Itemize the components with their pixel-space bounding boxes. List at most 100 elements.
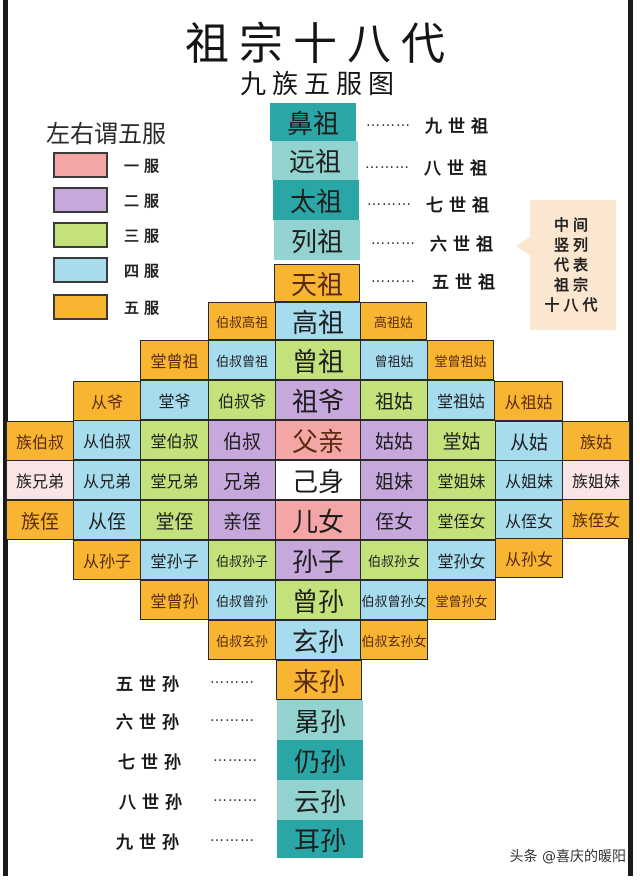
ancestor-cell-tianzu: 天祖 [274, 264, 360, 302]
page-title: 祖宗十八代 [185, 19, 455, 70]
ancestor-cell-yuanzu: 远祖 [272, 141, 358, 180]
dotted-leader: ……… [371, 232, 416, 248]
generation-label: 九世孙 [116, 833, 185, 853]
generation-label: 七世祖 [426, 196, 495, 216]
callout-line: 竖列 [553, 236, 592, 254]
callout-note: 中间 竖列 代表 祖宗 十八代 [530, 200, 616, 330]
kin-cell: 祖姑 [360, 380, 428, 420]
kin-cell: 堂伯叔 [140, 420, 209, 460]
ancestor-cell-taizu: 太祖 [273, 180, 359, 220]
kin-cell: 堂侄 [140, 500, 209, 540]
dotted-leader: ……… [365, 156, 410, 172]
legend-item-4: 四服 [53, 257, 164, 283]
image-frame [3, 0, 633, 876]
kin-cell: 堂孙子 [140, 540, 209, 580]
legend-label: 一服 [124, 156, 165, 175]
kin-cell-gaozu: 高祖 [275, 302, 361, 340]
kin-cell: 伯叔曾祖 [208, 340, 276, 380]
kin-cell: 堂爷 [140, 380, 209, 420]
kin-cell-xuansun: 玄孙 [275, 620, 361, 660]
legend-item-1: 一服 [53, 152, 164, 178]
kin-cell-zuye: 祖爷 [275, 380, 361, 420]
legend-swatch-red [53, 152, 108, 178]
legend-title: 左右谓五服 [46, 120, 166, 148]
callout-line: 代表 [553, 256, 592, 274]
kin-cell: 从侄 [73, 500, 141, 540]
kin-cell-self: 己身 [275, 460, 361, 500]
kin-cell: 从姐妹 [495, 460, 563, 500]
kin-cell: 伯叔玄孙女 [360, 620, 428, 660]
kin-cell: 族兄弟 [6, 460, 74, 500]
kin-cell: 伯叔高祖 [208, 302, 276, 340]
kin-cell: 高祖姑 [360, 302, 427, 340]
kin-cell: 堂兄弟 [140, 460, 209, 500]
kin-cell: 族侄 [6, 500, 74, 540]
kin-cell-zengzu: 曾祖 [275, 340, 361, 380]
kin-cell: 伯叔爷 [208, 380, 276, 420]
kin-cell: 从孙子 [73, 540, 141, 580]
legend-label: 四服 [124, 261, 165, 280]
generation-label: 五世祖 [432, 273, 501, 293]
dotted-leader: ……… [366, 114, 411, 130]
kin-cell: 姐妹 [360, 460, 428, 500]
kin-cell: 族姐妹 [562, 460, 630, 500]
kin-cell: 曾祖姑 [360, 340, 428, 380]
kin-cell: 族姑 [562, 421, 630, 461]
dotted-leader: ……… [213, 749, 258, 765]
kin-cell: 从兄弟 [73, 460, 141, 500]
kin-cell: 侄女 [360, 500, 428, 540]
legend-item-5: 五服 [53, 294, 164, 320]
kin-cell: 从祖姑 [494, 381, 563, 421]
legend-label: 三服 [124, 226, 165, 245]
kin-cell: 亲侄 [208, 500, 276, 540]
descendant-cell-kunsun: 晜孙 [277, 700, 363, 740]
kin-cell: 堂曾祖姑 [427, 340, 494, 380]
kin-cell: 堂祖姑 [427, 380, 495, 420]
kin-cell-sunzi: 孙子 [275, 540, 361, 580]
page-subtitle: 九族五服图 [239, 70, 400, 100]
callout-line: 中间 [553, 216, 592, 234]
kin-cell: 伯叔孙女 [360, 540, 428, 580]
watermark: 头条 @喜庆的暖阳 [509, 849, 626, 865]
kin-cell: 族伯叔 [6, 421, 74, 461]
callout-line: 祖宗 [553, 276, 592, 294]
dotted-leader: ……… [367, 193, 412, 209]
legend-swatch-orange [53, 294, 108, 320]
kin-cell-zengsun: 曾孙 [275, 580, 361, 620]
kin-cell: 堂孙女 [427, 540, 496, 580]
legend-swatch-green [53, 222, 108, 248]
dotted-leader: ……… [210, 671, 255, 687]
kin-cell: 伯叔曾孙 [208, 580, 276, 620]
generation-label: 六世祖 [430, 235, 499, 255]
generation-label: 八世祖 [424, 159, 493, 179]
generation-label: 六世孙 [116, 713, 185, 733]
kin-cell: 堂曾孙女 [427, 580, 496, 620]
kin-cell: 堂侄女 [427, 500, 496, 540]
dotted-leader: ……… [210, 709, 255, 725]
descendant-cell-ersun: 耳孙 [277, 820, 363, 858]
dotted-leader: ……… [371, 270, 416, 286]
legend-item-2: 二服 [53, 187, 164, 213]
legend-label: 二服 [124, 191, 165, 210]
ancestor-cell-liezu: 列祖 [274, 220, 360, 260]
callout-tail [516, 236, 531, 256]
kin-cell: 从侄女 [495, 500, 563, 540]
ancestor-cell-bizu: 鼻祖 [270, 103, 356, 141]
dotted-leader: ……… [213, 789, 258, 805]
kin-cell: 堂曾祖 [140, 340, 209, 380]
kin-cell: 从孙女 [495, 538, 563, 578]
kin-cell: 堂姐妹 [427, 460, 496, 500]
descendant-cell-rengsun: 仍孙 [277, 740, 363, 780]
kin-cell: 伯叔玄孙 [208, 620, 276, 660]
legend-swatch-purple [53, 187, 108, 213]
descendant-cell-laisun: 来孙 [276, 660, 362, 700]
legend-label: 五服 [124, 298, 165, 317]
kin-cell: 从姑 [495, 421, 563, 461]
kin-cell: 从爷 [73, 381, 141, 421]
generation-label: 八世孙 [119, 793, 188, 813]
kin-cell: 堂曾孙 [140, 580, 209, 620]
kin-cell-fuqin: 父亲 [275, 420, 361, 460]
legend-item-3: 三服 [53, 222, 164, 248]
legend-swatch-blue [53, 257, 108, 283]
callout-line: 十八代 [544, 296, 602, 314]
